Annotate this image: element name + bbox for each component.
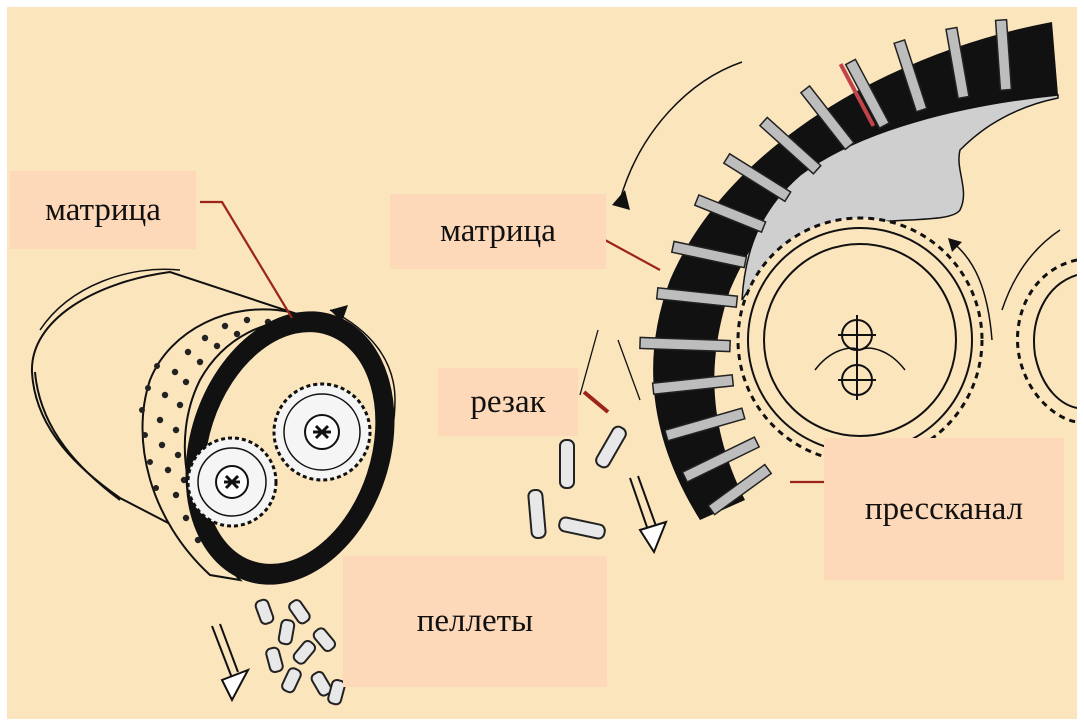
label-matrix-left: матрица <box>10 171 196 249</box>
label-cutter: резак <box>438 368 578 436</box>
roller-lower <box>188 438 276 526</box>
roller-upper <box>274 384 370 480</box>
label-pellets: пеллеты <box>343 556 607 687</box>
label-matrix-right: матрица <box>390 194 606 269</box>
label-press-channel: прессканал <box>824 438 1064 580</box>
gear-roller-right <box>738 218 982 462</box>
